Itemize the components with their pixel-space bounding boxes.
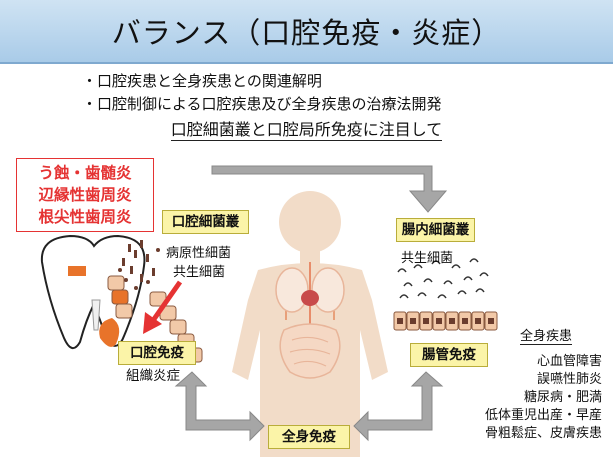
subtitle-text: 口腔細菌叢と口腔局所免疫に注目して — [170, 120, 443, 141]
bullet-item: ・口腔制御による口腔疾患及び全身疾患の治療法開発 — [82, 95, 442, 113]
tissue-inflammation-label: 組織炎症 — [126, 368, 180, 384]
intestinal-epithelium-icon — [393, 311, 498, 331]
gut-systemic-arrow — [353, 371, 444, 442]
systemic-disease-item: 低体重児出産・早産 — [484, 408, 602, 423]
gut-commensal-label: 共生細菌 — [401, 251, 454, 266]
pathogen-attack-arrow — [143, 280, 183, 334]
oral-flora-label: 口腔細菌叢 — [162, 210, 249, 234]
systemic-immunity-label: 全身免疫 — [268, 425, 350, 449]
systemic-diseases-title: 全身疾患 — [520, 325, 573, 345]
systemic-disease-item: 骨粗鬆症、皮膚疾患 — [484, 426, 602, 441]
subtitle: 口腔細菌叢と口腔局所免疫に注目して — [0, 116, 613, 141]
gut-flora-label: 腸内細菌叢 — [396, 218, 475, 242]
oral-disease-item: 辺縁性歯周炎 — [38, 186, 132, 204]
flora-transfer-arrow — [211, 165, 448, 213]
oral-diseases-box: う蝕・歯髄炎 辺縁性歯周炎 根尖性歯周炎 — [16, 158, 154, 232]
bacteria-icon — [397, 258, 489, 299]
oral-immunity-label: 口腔免疫 — [118, 341, 196, 365]
oral-disease-item: う蝕・歯髄炎 — [38, 164, 132, 182]
human-body-icon — [232, 191, 388, 457]
title-bar: バランス（口腔免疫・炎症） — [0, 0, 613, 64]
oral-bacteria-icon — [118, 240, 160, 290]
systemic-disease-item: 心血管障害 — [536, 354, 602, 369]
gut-immunity-label: 腸管免疫 — [410, 343, 488, 367]
systemic-disease-item: 誤嚥性肺炎 — [536, 372, 602, 387]
pathogenic-bacteria-label: 病原性細菌 — [166, 246, 232, 261]
oral-commensal-label: 共生細菌 — [173, 265, 226, 280]
tooth-icon — [40, 234, 146, 349]
slide-title: バランス（口腔免疫・炎症） — [111, 16, 502, 50]
oral-disease-item: 根尖性歯周炎 — [38, 208, 132, 226]
systemic-disease-item: 糖尿病・肥満 — [523, 390, 602, 405]
bullet-item: ・口腔疾患と全身疾患との関連解明 — [82, 72, 322, 90]
oral-systemic-arrow — [174, 371, 265, 442]
